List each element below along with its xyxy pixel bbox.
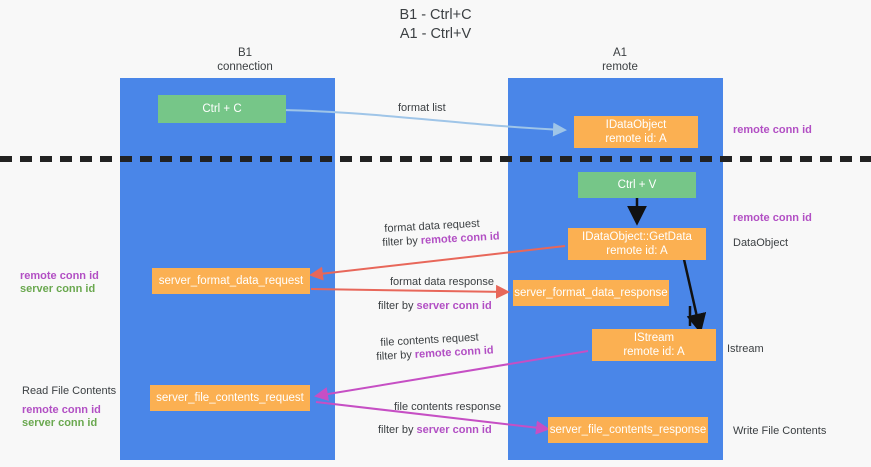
box-server-format-data-request[interactable]: server_format_data_request <box>152 268 310 294</box>
box-istream[interactable]: IStream remote id: A <box>592 329 716 361</box>
label-filter-prefix-4: filter by <box>378 424 417 436</box>
label-right-remote-conn-id-mid: remote conn id <box>733 212 812 224</box>
label-right-dataobject: DataObject <box>733 237 789 249</box>
label-filter-prefix-3: filter by <box>376 348 416 363</box>
column-header-b1-sub: connection <box>217 61 273 73</box>
label-filter-prefix-2: filter by <box>378 300 417 312</box>
column-header-a1-sub: remote <box>602 61 638 73</box>
box-server-file-contents-response[interactable]: server_file_contents_response <box>548 417 708 443</box>
box-ctrl-c[interactable]: Ctrl + C <box>158 95 286 123</box>
box-idataobject[interactable]: IDataObject remote id: A <box>574 116 698 148</box>
label-filter-key-2: server conn id <box>416 300 492 312</box>
label-format-data-response-filter: filter by server conn id <box>378 299 492 313</box>
column-header-b1: B1 connection <box>155 46 335 74</box>
label-format-list: format list <box>398 102 446 114</box>
label-filter-key-1: remote conn id <box>420 230 500 247</box>
column-header-b1-name: B1 <box>237 47 253 59</box>
label-right-istream: Istream <box>727 343 764 355</box>
arrow-format-data-response <box>310 284 510 299</box>
column-header-a1: A1 remote <box>530 46 710 74</box>
section-divider <box>0 156 871 162</box>
label-filter-key-4: server conn id <box>416 424 492 436</box>
label-left-remote-conn-id: remote conn id <box>20 270 99 282</box>
label-right-write-file-contents: Write File Contents <box>733 425 827 437</box>
label-left-server-conn-id-2: server conn id <box>22 417 98 429</box>
box-idataobject-getdata[interactable]: IDataObject::GetData remote id: A <box>568 228 706 260</box>
box-server-format-data-response[interactable]: server_format_data_response <box>513 280 669 306</box>
label-format-data-response: format data response <box>390 276 494 288</box>
column-header-a1-name: A1 <box>612 47 628 59</box>
box-ctrl-v[interactable]: Ctrl + V <box>578 172 696 198</box>
label-file-contents-response: file contents response <box>394 401 502 413</box>
label-left-read-file-contents: Read File Contents <box>22 385 117 397</box>
label-left-remote-conn-id-2: remote conn id <box>22 404 101 416</box>
page-title: B1 - Ctrl+C A1 - Ctrl+V <box>399 7 472 42</box>
label-filter-key-3: remote conn id <box>414 344 494 361</box>
label-left-server-conn-id: server conn id <box>20 283 96 295</box>
label-right-remote-conn-id-top: remote conn id <box>733 124 812 136</box>
label-filter-prefix-1: filter by <box>382 234 422 249</box>
label-file-contents-response-filter: filter by server conn id <box>378 423 492 437</box>
box-server-file-contents-request[interactable]: server_file_contents_request <box>150 385 310 411</box>
